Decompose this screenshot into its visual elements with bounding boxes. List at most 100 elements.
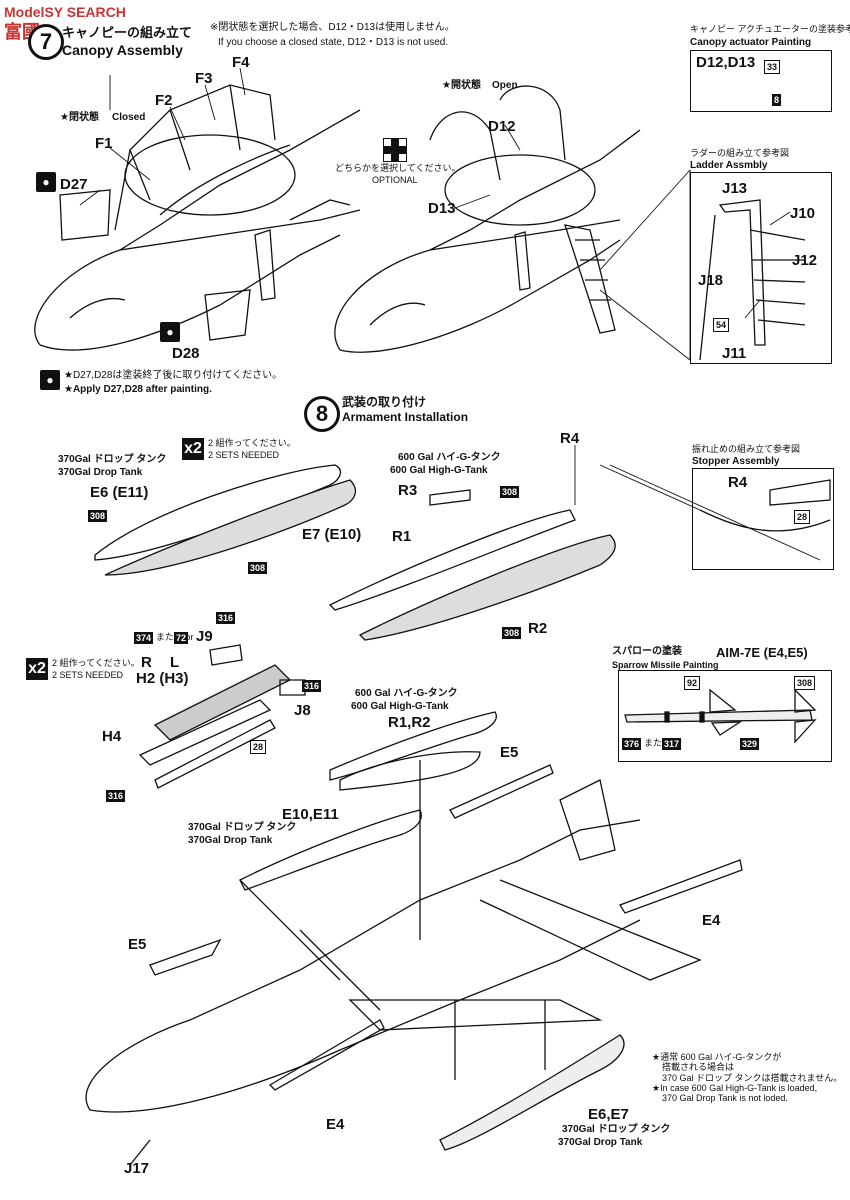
main-e5-label-2: E5 xyxy=(128,936,147,953)
apply-note-jp: ★D27,D28は塗装終了後に取り付けてください。 xyxy=(64,370,283,381)
actuator-box xyxy=(690,50,832,112)
tank-370-label-en: 370Gal Drop Tank xyxy=(58,467,143,478)
sparrow-title-jp: スパローの塗装 xyxy=(612,646,682,657)
open-label-en: Open xyxy=(492,80,518,91)
main-e10e11-label: E10,E11 xyxy=(282,806,339,823)
pylon-l-label: L xyxy=(170,654,180,671)
ladder-box xyxy=(690,172,832,364)
part-r4-label: R4 xyxy=(560,430,580,447)
part-e6-label: E6 (E11) xyxy=(90,484,149,501)
part-h4-label: H4 xyxy=(102,728,122,745)
note-line: 370 Gal Drop Tank is not loded. xyxy=(662,1093,788,1104)
sets-needed-jp: 2 組作ってください。 xyxy=(208,438,296,448)
part-f2-label: F2 xyxy=(155,92,173,109)
step-7-note-jp: ※閉状態を選択した場合、D12・D13は使用しません。 xyxy=(210,22,455,33)
step-7-title-en: Canopy Assembly xyxy=(62,42,183,58)
part-r3-label: R3 xyxy=(398,482,418,499)
paint-code-28: 28 xyxy=(794,510,811,524)
step-8-title-jp: 武装の取り付け xyxy=(342,395,427,409)
actuator-parts-label: D12,D13 xyxy=(696,54,756,71)
note-line: 搭載される場合は xyxy=(662,1062,735,1073)
step-7-title-jp: キャノピーの組み立て xyxy=(62,25,193,40)
main-tank-370-en: 370Gal Drop Tank xyxy=(188,835,273,846)
part-j8-label: J8 xyxy=(294,702,311,719)
part-e7-label: E7 (E10) xyxy=(302,526,362,543)
paint-code-54: 54 xyxy=(713,318,730,332)
main-tank-600-jp: 600 Gal ハイ-G-タンク xyxy=(355,688,458,699)
main-e4-label-2: E4 xyxy=(326,1116,345,1133)
paint-code-308: 308 xyxy=(502,627,522,639)
x2-badge: x2 xyxy=(182,438,204,460)
paint-code-72: 72 xyxy=(174,632,189,644)
main-tank-370b-en: 370Gal Drop Tank xyxy=(558,1137,643,1148)
part-h2-label: H2 (H3) xyxy=(136,670,189,687)
paint-brush-icon: ● xyxy=(160,322,180,342)
part-f3-label: F3 xyxy=(195,70,213,87)
closed-label-en: Closed xyxy=(112,112,146,123)
paint-code-329: 329 xyxy=(740,738,760,750)
stopper-title-en: Stopper Assembly xyxy=(692,456,780,467)
main-aircraft-drawing xyxy=(85,711,743,1166)
paint-code-308: 308 xyxy=(248,562,268,574)
open-label-jp: ★開状態 xyxy=(442,80,481,91)
stopper-r4-label: R4 xyxy=(728,474,748,491)
paint-code-316: 316 xyxy=(216,612,236,624)
main-tank-370-jp: 370Gal ドロップ タンク xyxy=(188,822,297,833)
paint-code-8: 8 xyxy=(772,94,782,106)
x2-badge: x2 xyxy=(26,658,48,680)
part-f1-label: F1 xyxy=(95,135,113,152)
note-line: ★通常 600 Gal ハイ-G-タンクが xyxy=(652,1052,782,1062)
paint-code-374: 374 xyxy=(134,632,154,644)
part-j12-label: J12 xyxy=(792,252,818,269)
sets-needed-jp: 2 組作ってください。 xyxy=(52,658,140,668)
paint-code-316: 316 xyxy=(302,680,322,692)
part-r2-label: R2 xyxy=(528,620,548,637)
paint-code-317: 317 xyxy=(662,738,682,750)
part-j10-label: J10 xyxy=(790,205,816,222)
main-e6e7-label: E6,E7 xyxy=(588,1106,629,1123)
step-8-number: 8 xyxy=(304,396,340,432)
closed-canopy-jet-drawing xyxy=(34,84,361,351)
part-j9-label: J9 xyxy=(196,628,213,645)
main-r1r2-label: R1,R2 xyxy=(388,714,431,731)
part-r1-label: R1 xyxy=(392,528,412,545)
paint-code-92: 92 xyxy=(684,676,701,690)
paint-code-376: 376 xyxy=(622,738,642,750)
main-tank-600-en: 600 Gal High-G-Tank xyxy=(351,701,449,712)
part-d28-label: D28 xyxy=(172,345,200,362)
sparrow-missile-drawing xyxy=(624,688,817,744)
stopper-box xyxy=(692,468,834,570)
open-canopy-jet-drawing xyxy=(334,85,641,353)
main-tank-370b-jp: 370Gal ドロップ タンク xyxy=(562,1124,671,1135)
ladder-title-jp: ラダーの組み立て参考図 xyxy=(690,148,790,158)
step-8-title-en: Armament Installation xyxy=(342,410,469,424)
paint-code-316: 316 xyxy=(106,790,126,802)
tank-600-label-jp: 600 Gal ハイ-G-タンク xyxy=(398,452,501,463)
optional-icon xyxy=(383,138,407,162)
note-line: ★In case 600 Gal High-G-Tank is loaded, xyxy=(652,1083,818,1094)
paint-code-28: 28 xyxy=(250,740,267,754)
pylon-drawing xyxy=(138,644,306,789)
paint-code-308: 308 xyxy=(500,486,520,498)
sets-needed-en: 2 SETS NEEDED xyxy=(52,670,124,680)
tank-370-label-jp: 370Gal ドロップ タンク xyxy=(58,454,167,465)
drop-tank-370-drawing xyxy=(94,464,357,576)
part-d13-label: D13 xyxy=(428,200,456,217)
part-j11-label: J11 xyxy=(722,345,747,362)
actuator-title-jp: キャノピー アクチュエーターの塗装参考図 xyxy=(690,24,850,34)
ladder-title-en: Ladder Assmbly xyxy=(690,160,768,171)
apply-note-en: ★Apply D27,D28 after painting. xyxy=(64,384,212,395)
part-d12-label: D12 xyxy=(488,118,516,135)
paint-brush-icon: ● xyxy=(40,370,60,390)
sparrow-box xyxy=(618,670,832,762)
part-f4-label: F4 xyxy=(232,54,250,71)
sparrow-title-en: Sparrow Missile Painting xyxy=(612,660,719,670)
step-7-note-en: If you choose a closed state, D12・D13 is… xyxy=(218,37,449,48)
closed-label-jp: ★閉状態 xyxy=(60,112,99,123)
paint-code-308: 308 xyxy=(88,510,108,522)
actuator-title-en: Canopy actuator Painting xyxy=(690,37,812,48)
watermark-text: ModelSY SEARCH xyxy=(4,4,126,20)
sparrow-heading: AIM-7E (E4,E5) xyxy=(716,645,808,660)
part-j17-label: J17 xyxy=(124,1160,150,1177)
